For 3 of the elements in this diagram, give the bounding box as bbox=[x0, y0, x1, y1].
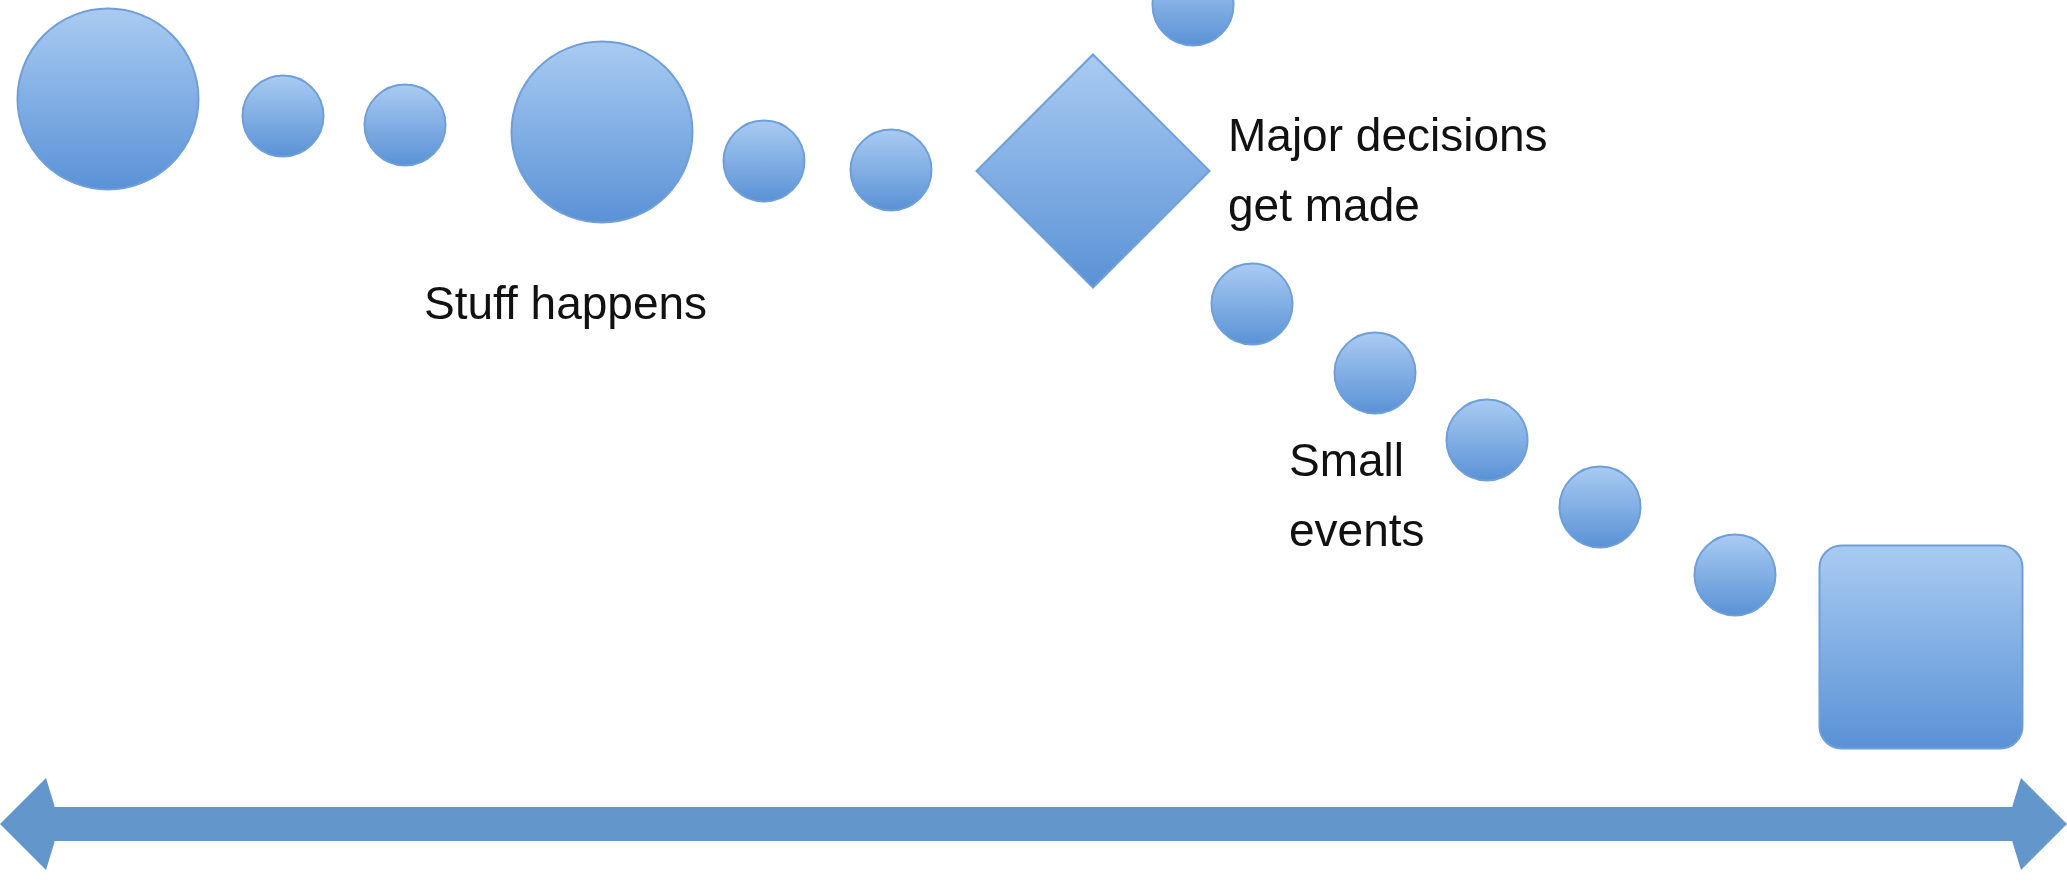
annotation-text: Stuff happens bbox=[424, 276, 709, 331]
annotation-text: Major decisions get made bbox=[1228, 108, 1549, 233]
annotation-text: Small events bbox=[1289, 433, 1426, 558]
